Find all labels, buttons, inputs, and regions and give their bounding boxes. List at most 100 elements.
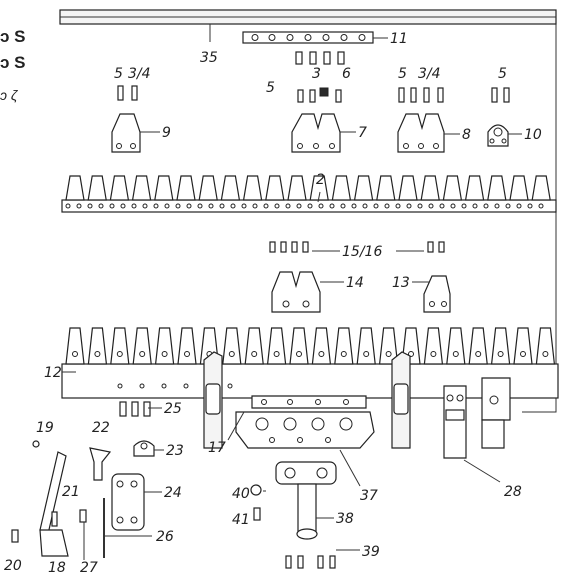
knife-bar-hole bbox=[164, 203, 170, 209]
knife-bar-hole bbox=[87, 203, 93, 209]
knife-section bbox=[464, 175, 485, 201]
callout-35: 35 bbox=[200, 50, 218, 66]
knife-bar-hole bbox=[505, 203, 511, 209]
guard-tooth bbox=[177, 327, 197, 365]
callout-2: 2 bbox=[316, 172, 325, 188]
knife-bar-hole bbox=[384, 203, 390, 209]
guard-tooth bbox=[535, 327, 556, 365]
knife-bar-hole bbox=[252, 203, 258, 209]
knife-section bbox=[420, 175, 440, 201]
callout-11: 11 bbox=[390, 31, 408, 47]
cutter-bar-12 bbox=[61, 327, 559, 399]
knife-bar-hole bbox=[351, 203, 357, 209]
guard-tooth bbox=[423, 327, 444, 365]
knife-bar-hole bbox=[142, 203, 148, 209]
page-edge-text-3: ɔ ζ bbox=[0, 87, 19, 103]
knife-section bbox=[487, 175, 507, 201]
knife-section bbox=[265, 175, 285, 201]
knife-bar-hole bbox=[318, 203, 324, 209]
guard-13 bbox=[423, 275, 451, 313]
knife-section bbox=[198, 175, 218, 201]
callout-15-16: 15/16 bbox=[342, 244, 382, 260]
knife-bar-hole bbox=[208, 203, 214, 209]
callout-26: 26 bbox=[156, 529, 174, 545]
knife-bar-hole bbox=[373, 203, 379, 209]
guard-tooth bbox=[266, 327, 287, 365]
guard-tooth-hole bbox=[228, 351, 235, 357]
callout-28: 28 bbox=[504, 484, 522, 500]
callout-40: 40 bbox=[232, 486, 250, 502]
guard-tooth-hole bbox=[184, 351, 190, 357]
guard-14 bbox=[271, 271, 321, 313]
pitman-arm-38 bbox=[275, 461, 337, 540]
callout-17: 17 bbox=[208, 440, 226, 456]
callout-38: 38 bbox=[336, 511, 354, 527]
callout-14: 14 bbox=[346, 275, 364, 291]
knife-bar-hole bbox=[241, 203, 247, 209]
knife-bar-hole bbox=[494, 203, 500, 209]
knife-bar-hole bbox=[197, 203, 203, 209]
screws-5-3-4-left bbox=[117, 85, 138, 101]
bolts-25 bbox=[119, 401, 151, 417]
knife-bar-hole bbox=[461, 203, 467, 209]
guard-tooth bbox=[334, 327, 354, 365]
knife-section bbox=[220, 175, 241, 201]
knife-bar-hole bbox=[307, 203, 313, 209]
plate-24 bbox=[111, 473, 145, 531]
callout-37: 37 bbox=[360, 488, 378, 504]
guard-plate-9 bbox=[111, 113, 141, 153]
drive-head-right bbox=[391, 351, 411, 449]
knife-bar-hole bbox=[450, 203, 456, 209]
guard-tooth-hole bbox=[363, 351, 370, 357]
guard-tooth-hole bbox=[318, 351, 325, 357]
knife-bar-hole bbox=[109, 203, 115, 209]
guard-tooth-hole bbox=[340, 351, 347, 357]
cutter-bar-hole bbox=[117, 383, 123, 389]
screws-3-5-6 bbox=[295, 51, 345, 103]
callout-24: 24 bbox=[164, 485, 182, 501]
callout-6: 6 bbox=[342, 66, 351, 82]
linkage-18-19-20-21-27 bbox=[11, 440, 87, 560]
guard-tooth-hole bbox=[475, 351, 482, 357]
guard-tooth bbox=[468, 327, 488, 365]
callout-20: 20 bbox=[4, 558, 22, 574]
knife-section bbox=[176, 175, 196, 201]
knife-bar-hole bbox=[527, 203, 533, 209]
clamp-28 bbox=[443, 377, 511, 459]
callout-8: 8 bbox=[462, 127, 471, 143]
guard-tooth-hole bbox=[430, 351, 437, 357]
guard-tooth-hole bbox=[497, 351, 504, 357]
guard-tooth bbox=[289, 327, 309, 365]
knife-section bbox=[376, 175, 396, 201]
knife-bar-hole bbox=[483, 203, 489, 209]
guide-bar-35 bbox=[59, 9, 557, 25]
callout-3-4-right: 3/4 bbox=[418, 66, 441, 82]
skid-plate-17 bbox=[235, 395, 375, 449]
guard-tooth bbox=[110, 327, 130, 365]
guard-tooth-hole bbox=[161, 351, 168, 357]
knife-bar-hole bbox=[329, 203, 335, 209]
knife-bar-hole bbox=[472, 203, 478, 209]
knife-section bbox=[509, 175, 529, 201]
page-edge-text-2: ɔ S bbox=[0, 53, 26, 72]
knife-section bbox=[442, 175, 463, 201]
callout-5-center: 5 bbox=[266, 80, 275, 96]
guard-tooth bbox=[154, 327, 175, 365]
knife-bar-hole bbox=[230, 203, 236, 209]
guard-tooth-hole bbox=[296, 351, 302, 357]
bolts-39 bbox=[285, 555, 336, 569]
knife-section bbox=[331, 175, 352, 201]
guard-tooth-hole bbox=[116, 351, 123, 357]
knife-bar-hole bbox=[428, 203, 434, 209]
cutter-bar-hole bbox=[161, 383, 167, 389]
callout-10: 10 bbox=[524, 127, 542, 143]
knife-section bbox=[131, 175, 152, 201]
knife-section bbox=[65, 175, 85, 201]
perforated-strip-11 bbox=[242, 31, 374, 44]
guard-tooth bbox=[65, 327, 85, 365]
guard-tooth bbox=[490, 327, 511, 365]
callout-5-left: 5 bbox=[114, 66, 123, 82]
guard-tooth-hole bbox=[251, 351, 258, 357]
callout-5-right: 5 bbox=[398, 66, 407, 82]
guard-tooth-hole bbox=[385, 351, 392, 357]
